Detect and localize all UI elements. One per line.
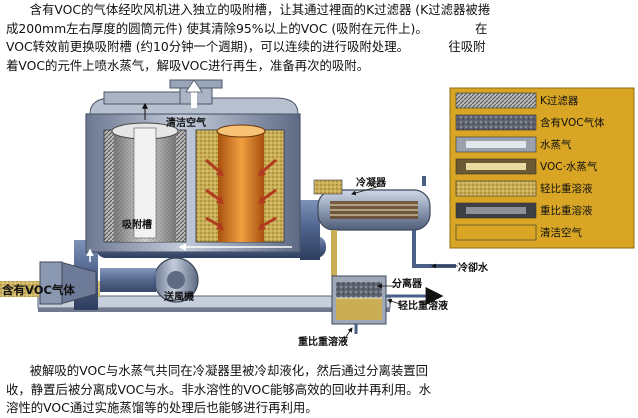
outro-paragraph: 被解吸的VOC与水蒸气共同在冷凝器里被冷却液化，然后通过分离装置回 收，静置后被… <box>6 363 432 415</box>
legend-label: 重比重溶液 <box>540 204 593 217</box>
label-inlet: 含有VOC气体 <box>1 283 75 297</box>
label-condenser: 冷凝器 <box>356 176 387 189</box>
swatch-clean <box>455 224 537 241</box>
swatch-voc-gas <box>455 114 537 131</box>
label-blower: 送風機 <box>163 290 194 303</box>
swatch-light <box>455 180 537 197</box>
steam-arrows <box>205 158 277 228</box>
legend-label: 含有VOC气体 <box>540 116 605 129</box>
label-heavy-liquid: 重比重溶液 <box>298 335 348 348</box>
label-clean-air: 清洁空气 <box>166 116 206 129</box>
label-separator: 分离器 <box>392 277 423 290</box>
legend: K过滤器 含有VOC气体 水蒸气 VOC·水蒸气 轻比重溶液 重比重溶液 清洁空… <box>449 87 635 249</box>
label-light-liquid: 轻比重溶液 <box>398 299 448 312</box>
intro-paragraph: 含有VOC的气体经吹风机进入独立的吸附槽，让其通过裡面的K过滤器 (K过滤器被捲… <box>6 2 491 73</box>
swatch-k-filter <box>455 92 537 109</box>
legend-item: VOC·水蒸气 <box>455 158 598 175</box>
legend-label: K过滤器 <box>540 94 579 107</box>
legend-item: K过滤器 <box>455 92 579 109</box>
legend-label: 轻比重溶液 <box>540 182 593 195</box>
legend-item: 清洁空气 <box>455 224 582 241</box>
legend-item: 轻比重溶液 <box>455 180 593 197</box>
legend-label: VOC·水蒸气 <box>540 160 598 173</box>
legend-item: 重比重溶液 <box>455 202 593 219</box>
label-adsorption-tank: 吸附槽 <box>122 218 152 231</box>
legend-item: 含有VOC气体 <box>455 114 605 131</box>
label-cooling-water: 冷卻水 <box>458 261 489 274</box>
legend-label: 水蒸气 <box>540 138 572 151</box>
legend-label: 清洁空气 <box>540 226 582 239</box>
legend-item: 水蒸气 <box>455 136 572 153</box>
orange-filter <box>218 130 264 242</box>
